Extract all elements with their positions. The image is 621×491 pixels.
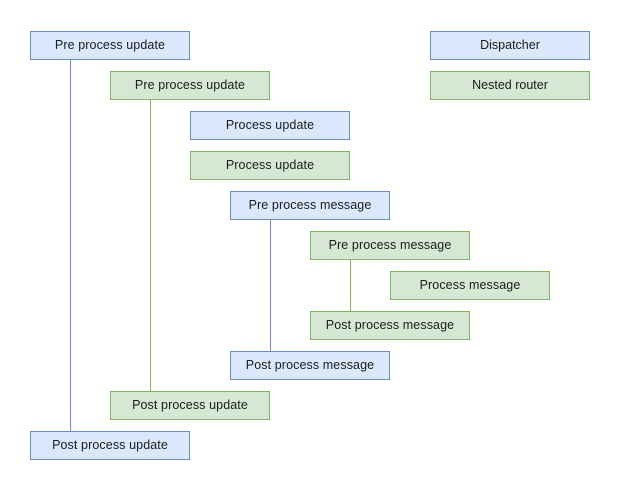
diagram-node[interactable]: Process update [190,151,350,180]
diagram-node[interactable]: Pre process update [110,71,270,100]
legend-item-dispatcher: Dispatcher [430,31,590,60]
connector-n6-to-n8 [350,260,351,311]
diagram-node[interactable]: Post process update [30,431,190,460]
legend-item-router: Nested router [430,71,590,100]
diagram-node[interactable]: Pre process message [230,191,390,220]
diagram-node[interactable]: Post process message [230,351,390,380]
diagram-node[interactable]: Pre process message [310,231,470,260]
diagram-node[interactable]: Process message [390,271,550,300]
diagram-node[interactable]: Post process message [310,311,470,340]
connector-n1-to-n11 [70,60,71,431]
connector-n5-to-n9 [270,220,271,351]
diagram-node[interactable]: Pre process update [30,31,190,60]
diagram-node[interactable]: Process update [190,111,350,140]
connector-n2-to-n10 [150,100,151,391]
diagram-node[interactable]: Post process update [110,391,270,420]
